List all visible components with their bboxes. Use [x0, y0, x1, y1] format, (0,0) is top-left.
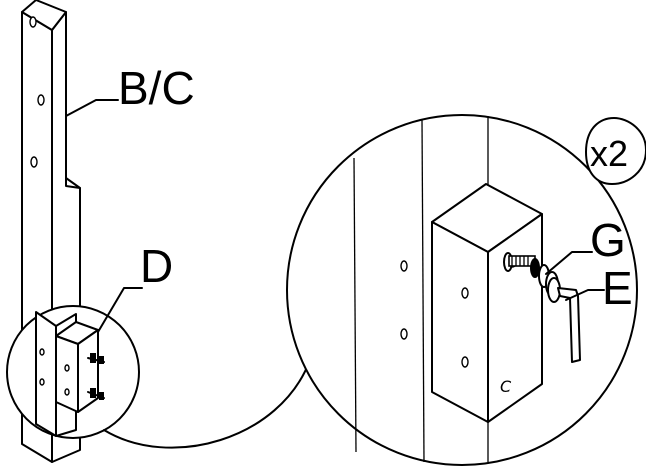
block-mark: C	[500, 377, 512, 396]
quantity-bubble: x2	[585, 117, 646, 185]
label-bc: B/C	[118, 62, 195, 114]
post-hole-2	[37, 94, 45, 106]
post-hole-1	[29, 16, 37, 28]
connector-arc	[103, 359, 311, 449]
leader-g	[545, 251, 593, 275]
leader-e	[565, 289, 605, 301]
small-detail-circle	[6, 305, 140, 439]
quantity-label: x2	[590, 133, 628, 174]
label-e: E	[602, 262, 633, 314]
label-g: G	[590, 214, 626, 266]
bolt-assembly	[503, 252, 561, 303]
large-detail-circle: C	[286, 114, 638, 466]
leader-d	[97, 287, 143, 333]
block-front	[431, 221, 489, 423]
post-hole-3	[30, 156, 38, 168]
leader-bc	[65, 99, 119, 117]
label-d: D	[140, 240, 173, 292]
allen-key	[557, 287, 581, 363]
block-side	[487, 213, 543, 423]
